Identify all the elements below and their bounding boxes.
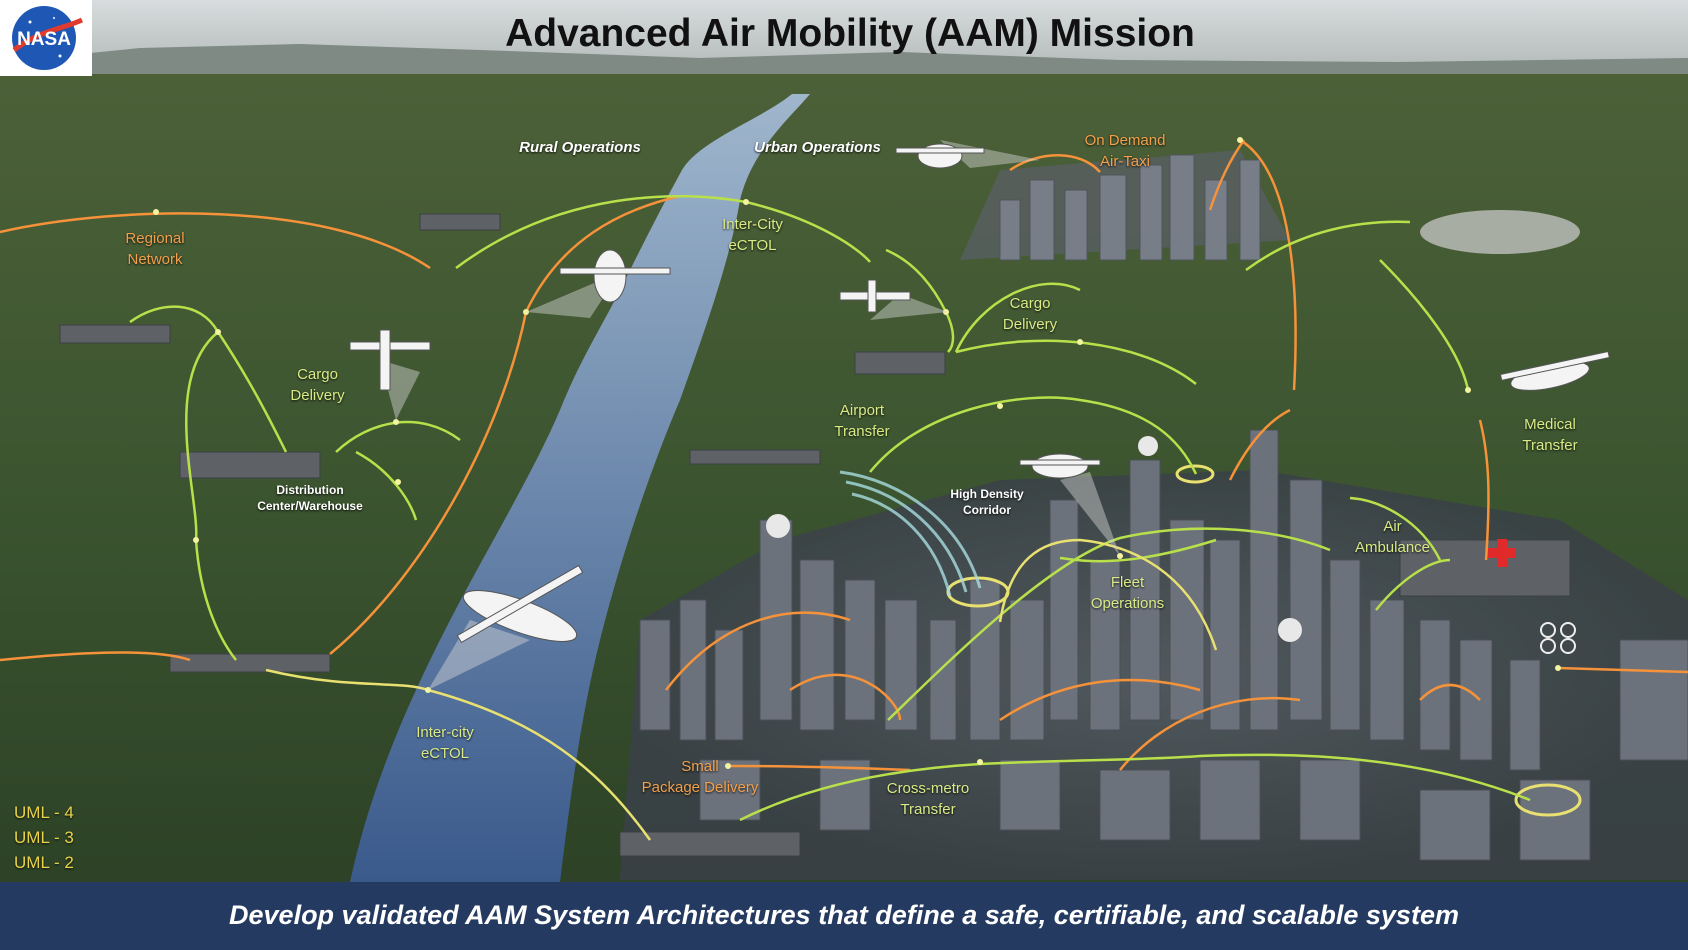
label-urban-operations: Urban Operations <box>754 139 881 156</box>
label-small-package-delivery: Small Package Delivery <box>641 758 759 796</box>
label-inter-city-ectol-bottom: Inter-city eCTOL <box>416 724 474 762</box>
evtol-aircraft-icon <box>559 249 671 303</box>
label-on-demand-air-taxi: On Demand Air-Taxi <box>1084 132 1166 170</box>
aircraft <box>349 140 1610 690</box>
orange-routes <box>0 138 1688 772</box>
legend-item: UML - 2 <box>14 853 74 872</box>
urban-buildings <box>999 154 1261 261</box>
small-drone-icon <box>1540 622 1576 654</box>
label-medical-transfer: Medical Transfer <box>1522 416 1578 454</box>
mission-banner: Develop validated AAM System Architectur… <box>0 882 1688 950</box>
label-regional-network: Regional Network <box>125 230 185 268</box>
label-cargo-delivery-right: Cargo Delivery <box>1002 295 1058 333</box>
legend-item: UML - 3 <box>14 828 74 847</box>
label-fleet-operations: Fleet Operations <box>1090 574 1165 612</box>
label-air-ambulance: Air Ambulance <box>1354 518 1431 556</box>
hospital-cross-icon <box>1488 539 1516 567</box>
ectol-plane-icon <box>456 564 584 644</box>
logo-text: NASA <box>17 29 71 50</box>
label-inter-city-ectol-top: Inter-City eCTOL <box>722 216 783 254</box>
page-title: Advanced Air Mobility (AAM) Mission <box>505 12 1195 55</box>
river <box>350 94 810 882</box>
distant-hills <box>0 44 1688 82</box>
label-cargo-delivery-left: Cargo Delivery <box>290 366 345 404</box>
cloud <box>1420 210 1580 254</box>
cargo-plane-icon <box>839 279 911 313</box>
rural-buildings <box>59 213 1571 857</box>
yellow-routes <box>265 538 1218 841</box>
nasa-logo: NASA <box>0 0 92 76</box>
radar-domes <box>766 436 1302 642</box>
air-taxi-icon <box>895 143 985 169</box>
label-cross-metro-transfer: Cross-metro Transfer <box>886 780 970 818</box>
nasa-meatball-icon: NASA <box>12 6 84 70</box>
banner-text: Develop validated AAM System Architectur… <box>229 900 1459 930</box>
uml-legend: UML - 4 UML - 3 UML - 2 <box>14 800 74 875</box>
label-high-density-corridor: High Density Corridor <box>950 487 1024 517</box>
label-airport-transfer: Airport Transfer <box>834 402 890 440</box>
label-distribution-center: Distribution Center/Warehouse <box>257 483 363 513</box>
cargo-drone-icon <box>349 329 431 391</box>
route-nodes <box>153 137 1561 769</box>
green-routes <box>129 194 1531 822</box>
medical-aircraft-icon <box>1499 350 1610 391</box>
fleet-evtol-icon <box>1019 453 1101 479</box>
label-rural-operations: Rural Operations <box>519 139 641 156</box>
high-density-corridor <box>839 470 982 597</box>
legend-item: UML - 4 <box>14 803 74 822</box>
